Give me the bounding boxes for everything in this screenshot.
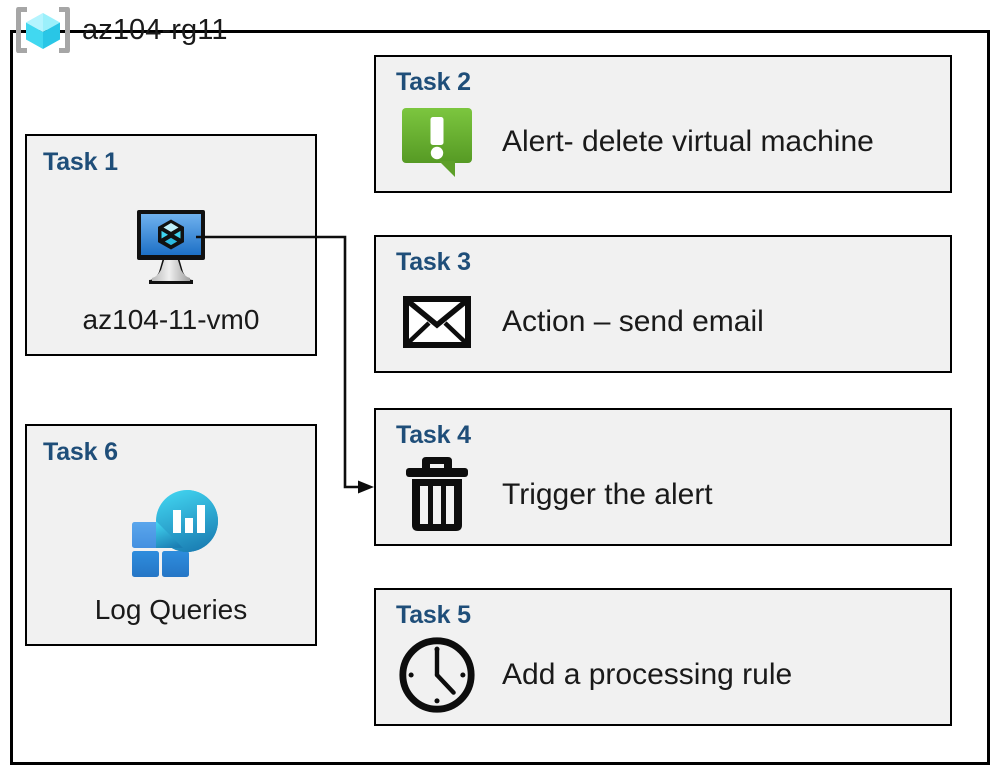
- task5-icon-slot: [396, 633, 478, 717]
- task1-heading: Task 1: [43, 148, 118, 176]
- resource-group-container: [10, 30, 990, 765]
- task2-label: Alert- delete virtual machine: [502, 125, 874, 158]
- task4-heading: Task 4: [396, 421, 471, 449]
- task3-icon-slot: [396, 292, 478, 352]
- task5-card[interactable]: Task 5 Add a processing rule: [374, 588, 952, 726]
- task1-icon-slot: [27, 194, 315, 294]
- task2-row: Alert- delete virtual machine: [396, 101, 936, 183]
- task2-icon-slot: [396, 105, 478, 179]
- task1-label: az104-11-vm0: [82, 304, 260, 335]
- azure-resource-group-icon: [16, 7, 70, 53]
- task3-label: Action – send email: [502, 305, 764, 338]
- task6-label: Log Queries: [94, 594, 248, 625]
- task3-card[interactable]: Task 3 Action – send email: [374, 235, 952, 373]
- virtual-machine-icon: [137, 210, 205, 284]
- resource-group-header: az104-rg11: [14, 1, 228, 59]
- clock-icon: [399, 637, 475, 713]
- envelope-icon: [403, 296, 471, 348]
- task5-heading: Task 5: [396, 601, 471, 629]
- log-analytics-icon: [132, 490, 218, 577]
- task1-card[interactable]: Task 1: [25, 134, 317, 356]
- task4-row: Trigger the alert: [396, 454, 936, 536]
- trash-can-icon: [406, 457, 468, 531]
- task4-label: Trigger the alert: [502, 478, 713, 511]
- task3-heading: Task 3: [396, 248, 471, 276]
- frame-label-gap: [27, 55, 295, 73]
- task6-card[interactable]: Task 6: [25, 424, 317, 646]
- task3-row: Action – send email: [396, 281, 936, 363]
- task2-card[interactable]: Task 2 Alert- delete virtual machin: [374, 55, 952, 193]
- resource-group-title: az104-rg11: [82, 13, 228, 46]
- task6-icon-slot: [27, 484, 315, 584]
- task5-row: Add a processing rule: [396, 634, 936, 716]
- task4-card[interactable]: Task 4 Trigger the alert: [374, 408, 952, 546]
- task6-heading: Task 6: [43, 438, 118, 466]
- task4-icon-slot: [396, 455, 478, 535]
- task5-label: Add a processing rule: [502, 658, 793, 691]
- task2-heading: Task 2: [396, 68, 471, 96]
- alert-bubble-icon: [402, 108, 472, 177]
